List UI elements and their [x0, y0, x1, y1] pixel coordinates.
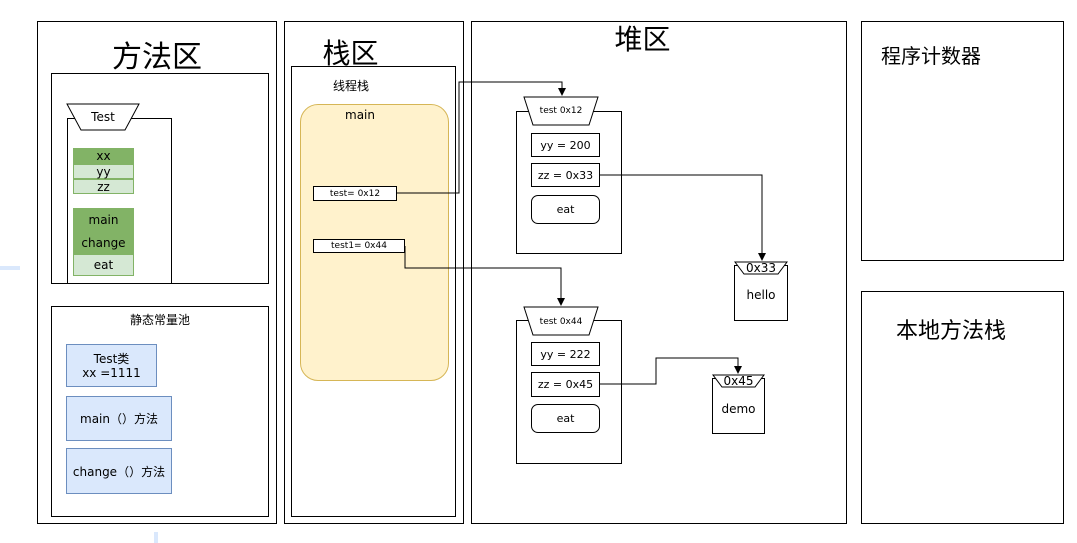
obj1-header-trapezoid — [523, 96, 599, 126]
class-name-label: Test — [91, 110, 115, 124]
class-header-trapezoid — [66, 103, 140, 131]
obj2-method-eat: eat — [531, 404, 600, 433]
edge-mark — [0, 266, 20, 270]
pc-register-panel — [861, 21, 1064, 261]
heap-area-title: 堆区 — [614, 23, 671, 56]
str2-value: demo — [721, 402, 756, 416]
ref-test-to-0x12 — [397, 81, 566, 194]
method-eat: eat — [73, 254, 134, 276]
str2-header-trapezoid — [712, 374, 765, 388]
obj1-field-zz: zz = 0x33 — [531, 163, 600, 187]
obj1-field-yy: yy = 200 — [531, 133, 600, 157]
constant-pool-title: 静态常量池 — [129, 313, 190, 327]
obj2-header-trapezoid — [523, 306, 599, 336]
var-test: test= 0x12 — [313, 186, 397, 201]
str1-header-label: 0x33 — [745, 261, 776, 275]
method-change: change — [73, 232, 134, 254]
pool-class-line2: xx =1111 — [82, 365, 141, 380]
var-test1: test1= 0x44 — [313, 239, 405, 253]
native-stack-panel — [861, 291, 1064, 524]
thread-stack-title: 线程栈 — [332, 79, 369, 93]
method-main: main — [73, 208, 134, 232]
stack-area-title: 栈区 — [322, 37, 379, 70]
pool-class-line1: Test类 — [93, 351, 130, 366]
obj2-field-yy: yy = 222 — [531, 342, 600, 366]
field-xx: xx — [73, 148, 134, 164]
ref-zz-to-0x33 — [600, 174, 766, 261]
str1-header-trapezoid — [734, 261, 788, 275]
method-area-title: 方法区 — [112, 40, 202, 75]
obj2-field-zz: zz = 0x45 — [531, 372, 600, 397]
ref-zz-to-0x45 — [600, 357, 742, 385]
str1-value: hello — [746, 288, 776, 302]
pool-change-entry: change（）方法 — [66, 448, 172, 494]
ref-test1-to-0x44 — [404, 246, 565, 306]
obj1-method-eat: eat — [531, 195, 600, 224]
str2-header-label: 0x45 — [723, 374, 754, 388]
pool-main-entry: main（）方法 — [66, 396, 172, 441]
native-stack-title: 本地方法栈 — [896, 319, 1007, 344]
pool-class-entry: Test类 xx =1111 — [66, 344, 157, 387]
main-frame-title: main — [345, 108, 375, 122]
obj1-header-label: test 0x12 — [539, 106, 583, 116]
pc-register-title: 程序计数器 — [881, 44, 981, 68]
field-yy: yy — [73, 164, 134, 179]
field-zz: zz — [73, 179, 134, 194]
edge-mark — [154, 532, 158, 543]
obj2-header-label: test 0x44 — [539, 317, 583, 327]
